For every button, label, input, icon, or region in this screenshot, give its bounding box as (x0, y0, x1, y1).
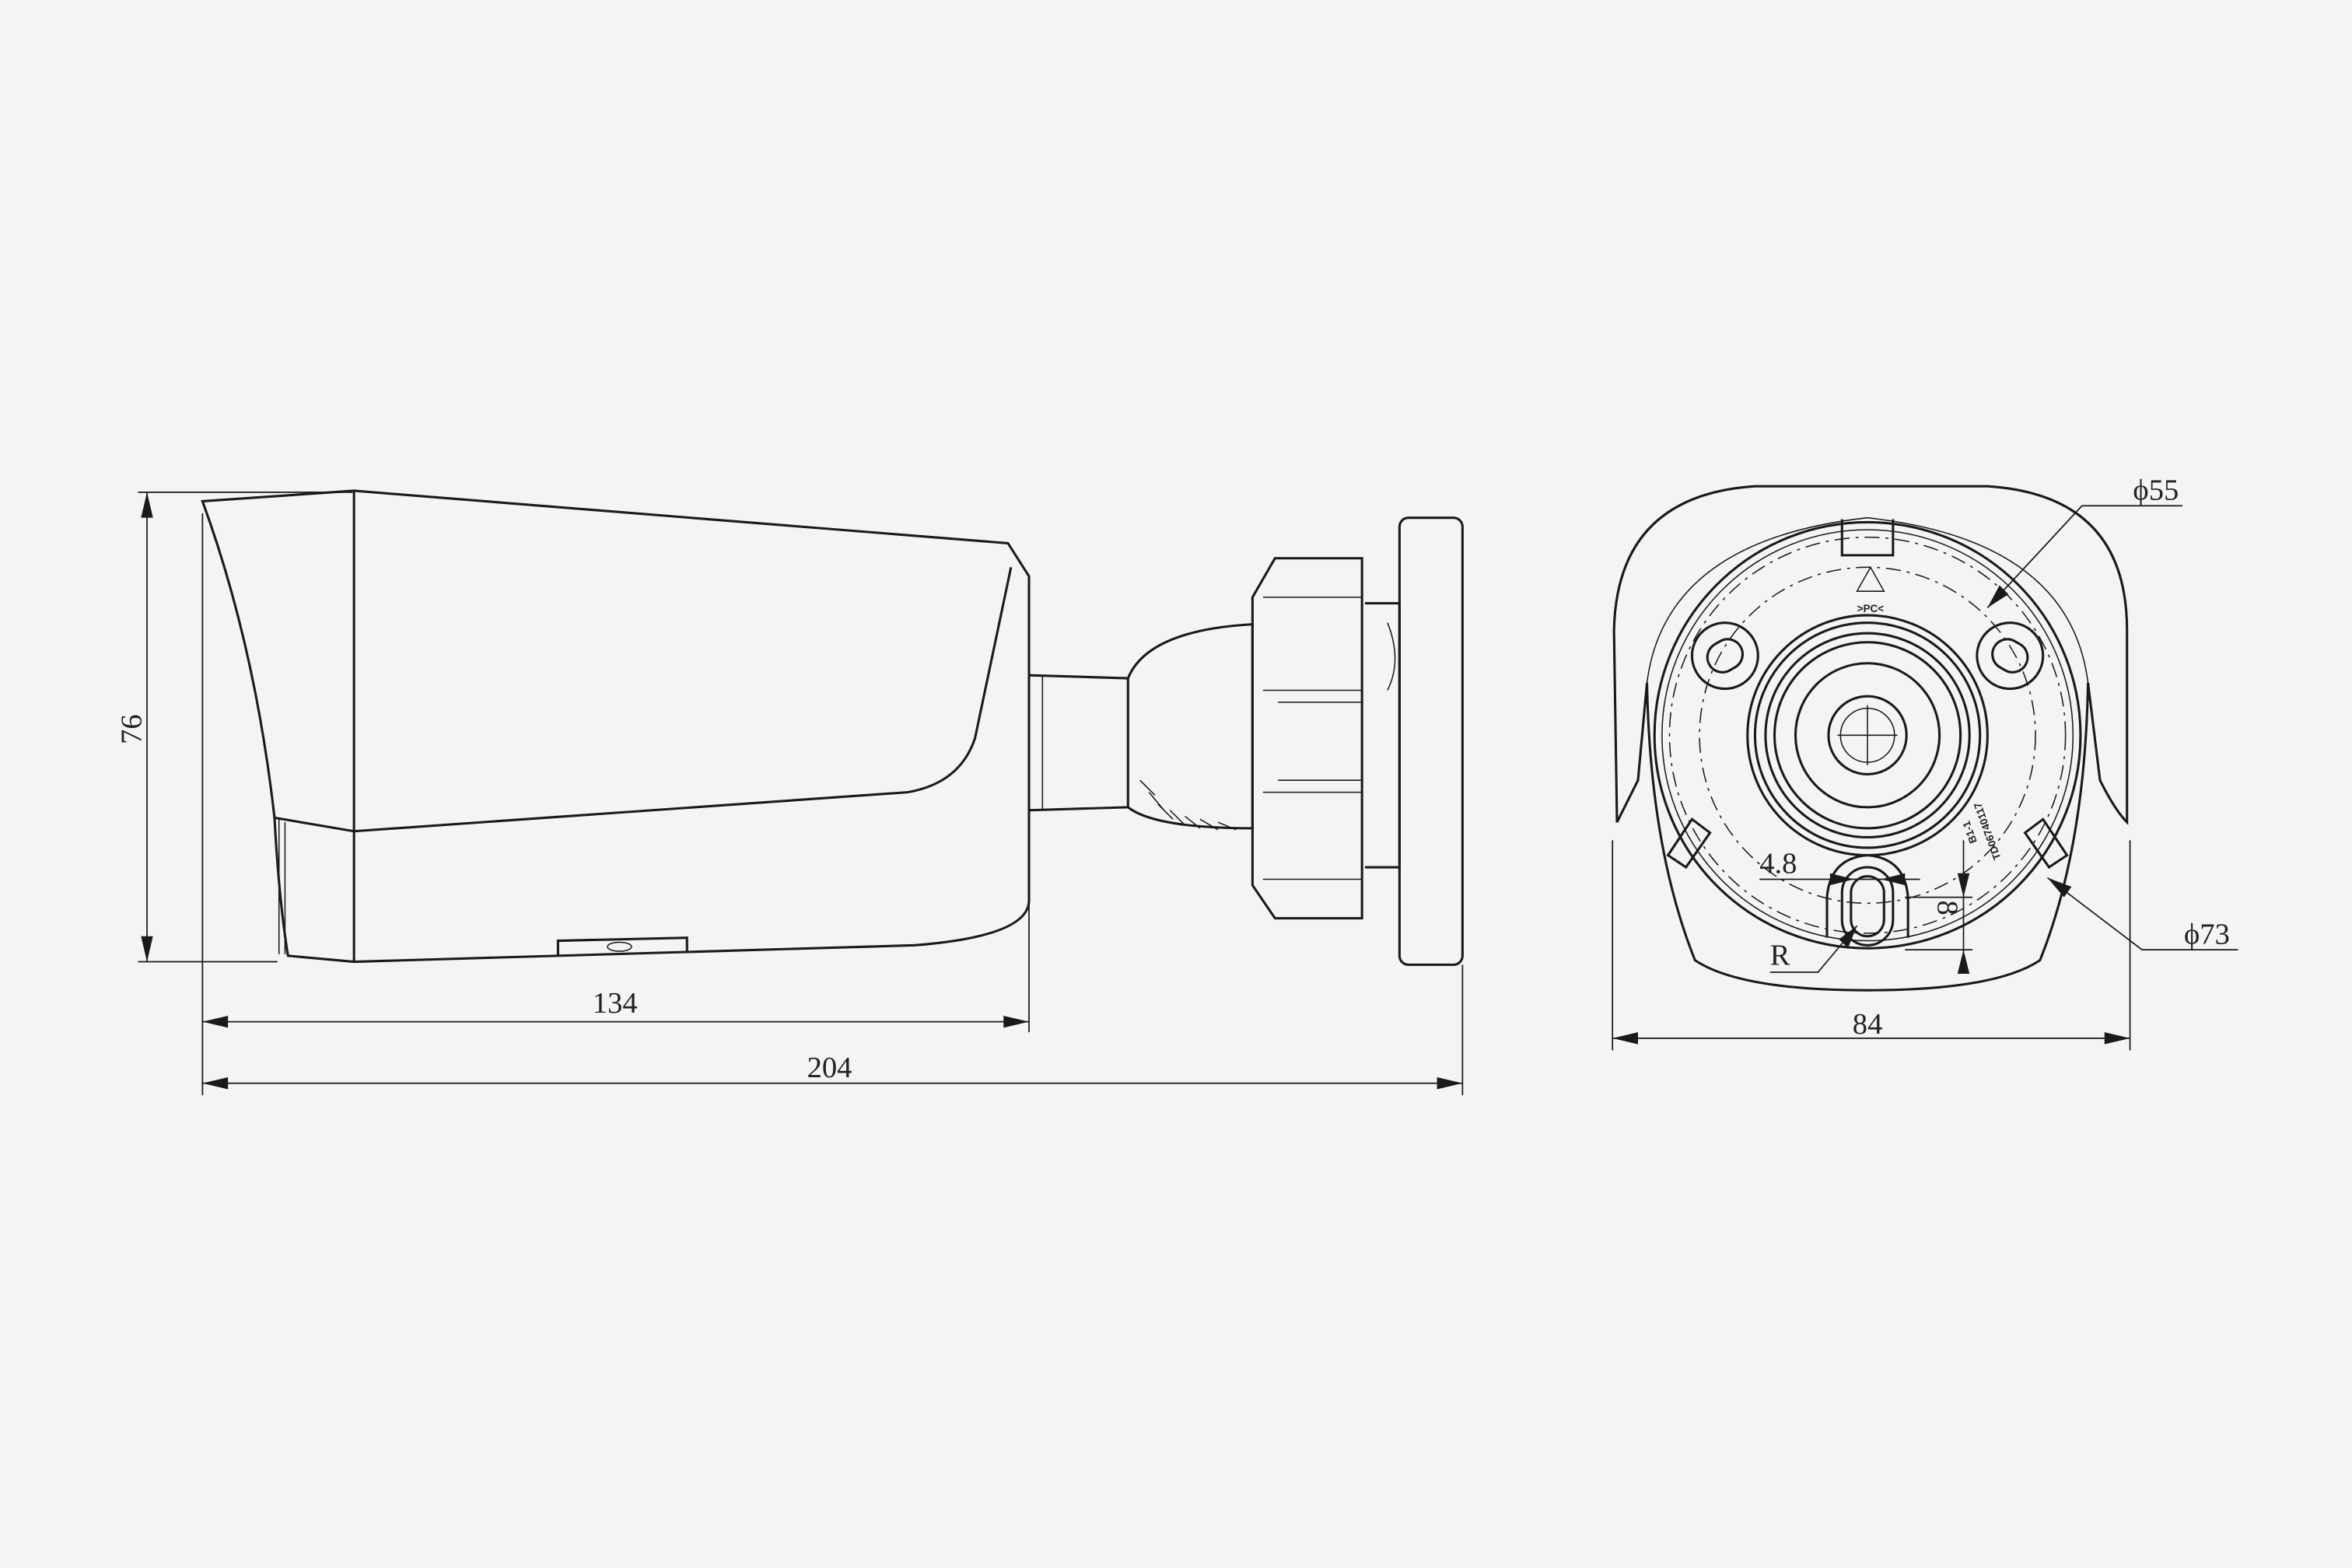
side-view: 76 134 204 (115, 489, 1464, 1096)
dimension-204: 204 (202, 964, 1464, 1096)
mounting-hole-right (1976, 621, 2045, 691)
mounting-hole-left (1690, 621, 1759, 691)
radius-label: R (1770, 939, 1790, 971)
total-length-label: 204 (807, 1052, 852, 1084)
width-label: 84 (1853, 1008, 1883, 1041)
base-ring (1653, 520, 2082, 950)
dimension-phi55: ϕ55 (1986, 474, 2183, 608)
recycle-code: >PC< (1857, 603, 1885, 614)
outer-diameter-label: ϕ73 (2184, 918, 2230, 950)
dimension-76: 76 (115, 492, 353, 963)
inner-diameter-label: ϕ55 (2133, 474, 2179, 507)
body-length-label: 134 (593, 987, 638, 1020)
dimension-8: 8 (1905, 840, 1973, 974)
reset-button (556, 936, 688, 956)
housing-outline (1612, 485, 2129, 992)
dimension-134: 134 (201, 513, 1030, 1096)
slot-height-label: 8 (1931, 900, 1964, 915)
recycle-symbol: >PC< (1856, 565, 1885, 614)
top-tab (1840, 519, 1895, 557)
dimension-phi73: ϕ73 (2046, 877, 2238, 950)
inner-diameter-circle (1699, 566, 2036, 905)
camera-housing (201, 489, 1031, 964)
button-icon (607, 941, 632, 952)
mount-base (1251, 516, 1464, 966)
dimension-4-8: 4.8 (1759, 848, 1920, 886)
dimension-radius: R (1769, 925, 1858, 973)
height-label: 76 (115, 714, 148, 744)
dimension-84: 84 (1612, 840, 2131, 1051)
slot-width-label: 4.8 (1759, 848, 1797, 880)
